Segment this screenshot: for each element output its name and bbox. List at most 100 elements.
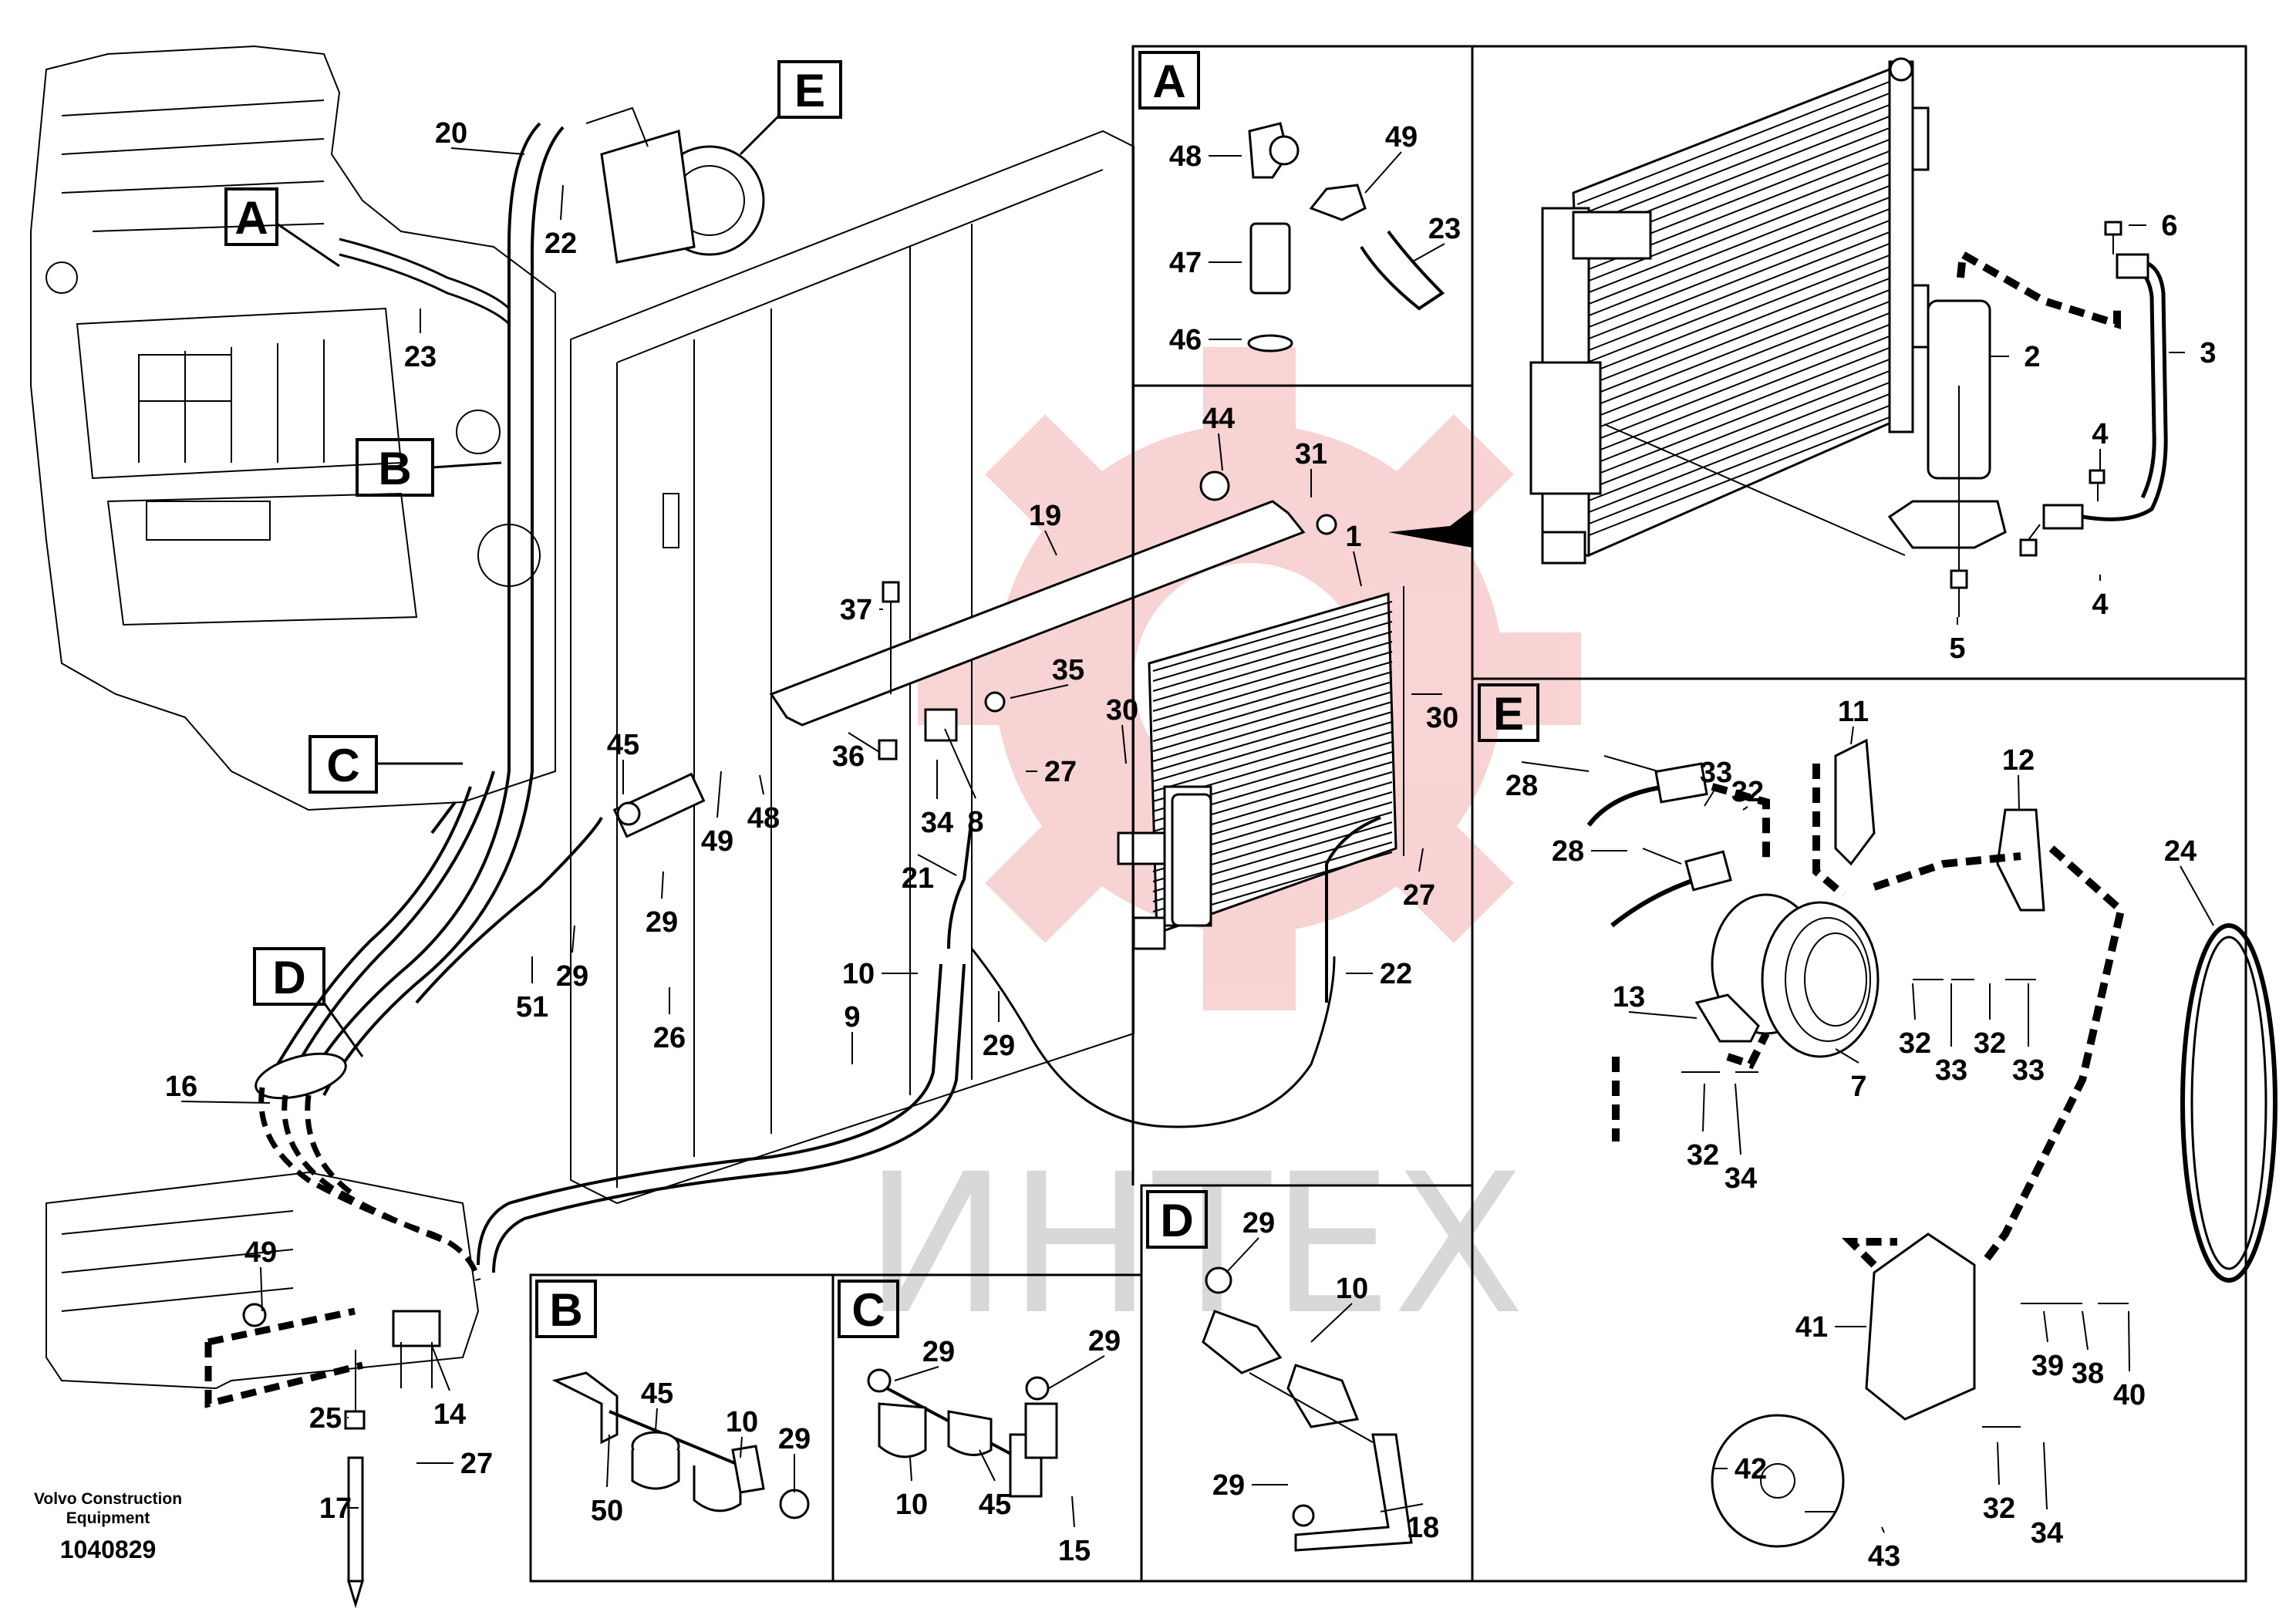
callout-detail_e-13: 32 [1687, 1083, 1719, 1172]
callout-number: 28 [1505, 770, 1538, 802]
callout-number: 22 [1380, 958, 1412, 990]
callout-number: 33 [1935, 1054, 1967, 1087]
callout-number: 45 [607, 729, 639, 761]
callout-leader [1071, 1496, 1075, 1528]
callout-main-28: 16 [165, 1071, 271, 1104]
callout-detail_e-22: 34 [2031, 1442, 2063, 1549]
callout-leader [1353, 551, 1362, 587]
callout-detail_d-1: 10 [1310, 1273, 1368, 1343]
view-marker-main-e: E [739, 60, 842, 156]
detail-a-fittings [1247, 122, 1445, 352]
callout-leader [431, 1345, 450, 1391]
engine-block-illustration [30, 45, 556, 811]
view-marker-main-d: D [253, 947, 364, 1057]
view-marker-panel-e: E [1478, 683, 1539, 742]
callout-number: 30 [1106, 694, 1138, 727]
callout-number: 19 [1029, 500, 1061, 532]
callout-number: 42 [1735, 1453, 1767, 1485]
callout-detail_c-2: 10 [895, 1457, 928, 1521]
callout-leader [560, 184, 564, 221]
view-marker-panel-b: B [535, 1280, 597, 1338]
callout-detail_e-17: 38 [2072, 1310, 2104, 1390]
callout-number: 27 [460, 1448, 493, 1480]
callout-number: 50 [591, 1495, 623, 1527]
callout-number: 46 [1169, 324, 1202, 356]
callout-detail_d-2: 29 [1212, 1469, 1288, 1502]
callout-number: 22 [544, 228, 577, 260]
callout-number: 13 [1613, 981, 1645, 1013]
callout-leader [1912, 983, 1916, 1020]
mounting-bar [769, 470, 1337, 760]
view-marker-panel-a: A [1138, 51, 1200, 110]
callout-main-29: 49 [244, 1236, 277, 1312]
callout-number: 4 [2092, 418, 2108, 450]
detail-panel-e [1471, 677, 2247, 1583]
callout-leader [1226, 1237, 1259, 1273]
callout-number: 51 [516, 991, 548, 1023]
callout-main-13: 22 [1346, 958, 1412, 990]
callout-leader [1411, 243, 1445, 263]
callout-number: 47 [1169, 247, 1202, 279]
callout-number: 48 [747, 802, 780, 835]
callout-detail_1-4: 4 [2092, 575, 2109, 621]
view-marker-panel-c: C [838, 1280, 899, 1338]
callout-number: 17 [319, 1492, 352, 1525]
callout-number: 5 [1949, 632, 1965, 665]
callout-main-5: 35 [1010, 654, 1084, 699]
callout-main-32: 14 [431, 1345, 466, 1431]
callout-main-4: 37 [840, 594, 883, 626]
callout-detail_e-5: 12 [2002, 744, 2035, 811]
callout-detail_e-0: 28 [1505, 761, 1590, 802]
callout-detail_e-11: 32 [1974, 983, 2006, 1060]
svg-text:D: D [272, 952, 305, 1003]
callout-leader [1044, 530, 1057, 556]
callout-number: 39 [2031, 1350, 2064, 1382]
callout-main-9: 27 [1026, 756, 1077, 788]
callout-detail_b-1: 10 [726, 1406, 758, 1458]
callout-leader [1310, 1303, 1353, 1343]
callout-main-19: 45 [607, 729, 639, 794]
callout-number: 37 [840, 594, 872, 626]
callout-number: 34 [921, 807, 953, 839]
callout-number: 32 [1731, 776, 1764, 808]
callout-number: 9 [844, 1001, 860, 1034]
callout-detail_b-0: 45 [641, 1378, 673, 1431]
callout-leader [2082, 1310, 2089, 1351]
callout-number: 3 [2200, 337, 2216, 369]
publisher-line-1: Volvo Construction [34, 1490, 182, 1508]
callout-detail_e-16: 39 [2031, 1310, 2064, 1382]
callout-detail_1-5: 5 [1949, 617, 1966, 665]
callout-detail_d-0: 29 [1226, 1207, 1275, 1273]
callout-leader [716, 771, 722, 818]
callout-main-20: 49 [701, 771, 733, 858]
callout-main-33: 27 [416, 1448, 493, 1480]
callout-number: 45 [641, 1378, 673, 1410]
callout-detail_e-6: 24 [2164, 835, 2214, 926]
callout-main-7: 34 [921, 760, 953, 839]
svg-text:C: C [851, 1284, 885, 1336]
callout-main-8: 8 [944, 728, 984, 838]
svg-text:E: E [1493, 688, 1524, 740]
refrigerant-hoses [276, 122, 1336, 1273]
callout-detail_e-19: 42 [1712, 1453, 1767, 1485]
view-marker-panel-d: D [1146, 1190, 1208, 1249]
callout-leader [1010, 684, 1069, 699]
callout-leader [1628, 1011, 1698, 1019]
svg-text:C: C [326, 740, 359, 791]
callout-detail_1-1: 2 [1990, 341, 2041, 373]
callout-leader [1364, 151, 1402, 194]
callout-leader [1835, 1048, 1859, 1064]
callout-detail_a-0: 48 [1169, 140, 1242, 173]
callout-number: 43 [1868, 1540, 1900, 1573]
callout-detail_b-3: 50 [591, 1434, 623, 1527]
callout-number: 32 [1983, 1492, 2015, 1525]
callout-leader [1521, 761, 1590, 772]
callout-number: 18 [1407, 1512, 1439, 1544]
callout-leader [655, 1408, 658, 1431]
callout-leader [1380, 1503, 1424, 1512]
callout-number: 27 [1044, 756, 1077, 788]
callout-main-23: 51 [516, 956, 548, 1023]
callout-leader [450, 147, 525, 155]
callout-number: 20 [435, 117, 467, 150]
svg-text:D: D [1160, 1195, 1193, 1246]
